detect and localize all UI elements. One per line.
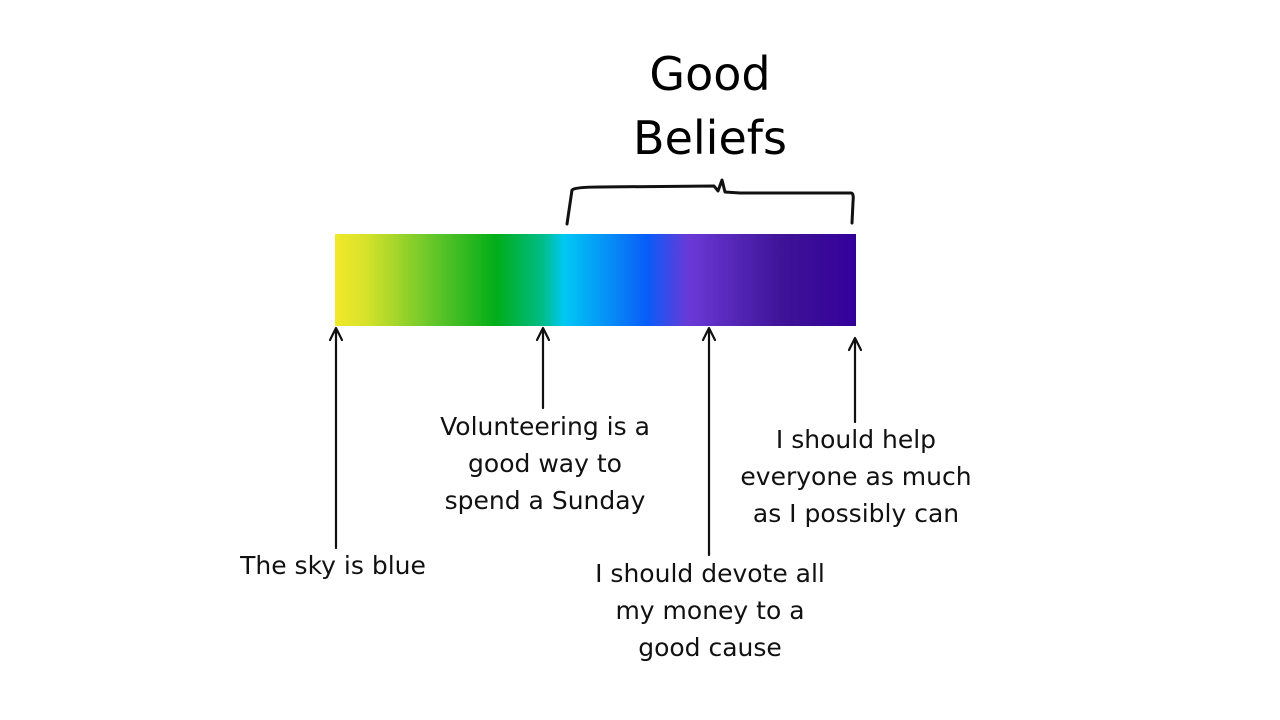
arrow-volunteering — [535, 326, 551, 410]
label-sky-line-1: The sky is blue — [240, 551, 426, 580]
label-help-line-3: as I possibly can — [752, 499, 960, 528]
label-help-line-1: I should help — [775, 425, 937, 454]
good-beliefs-title: Good Beliefs — [560, 42, 860, 170]
label-volunteering: Volunteering is a good way to spend a Su… — [415, 408, 675, 519]
label-devote-line-3: good cause — [638, 633, 782, 662]
arrow-help — [847, 336, 863, 424]
label-help-everyone: I should help everyone as much as I poss… — [720, 421, 992, 532]
label-sky-is-blue: The sky is blue — [223, 547, 443, 584]
label-devote-money: I should devote all my money to a good c… — [575, 555, 845, 666]
good-beliefs-brace — [565, 178, 855, 226]
title-line-2: Beliefs — [633, 111, 787, 165]
spectrum-gradient-fill — [335, 234, 856, 326]
label-volunteering-line-3: spend a Sunday — [444, 486, 646, 515]
arrow-devote — [701, 326, 717, 557]
arrow-sky — [328, 326, 344, 550]
belief-spectrum-bar — [335, 234, 856, 326]
label-devote-line-2: my money to a — [615, 596, 805, 625]
label-devote-line-1: I should devote all — [595, 559, 825, 588]
label-help-line-2: everyone as much — [740, 462, 972, 491]
label-volunteering-line-2: good way to — [468, 449, 622, 478]
title-line-1: Good — [649, 47, 771, 101]
label-volunteering-line-1: Volunteering is a — [440, 412, 650, 441]
